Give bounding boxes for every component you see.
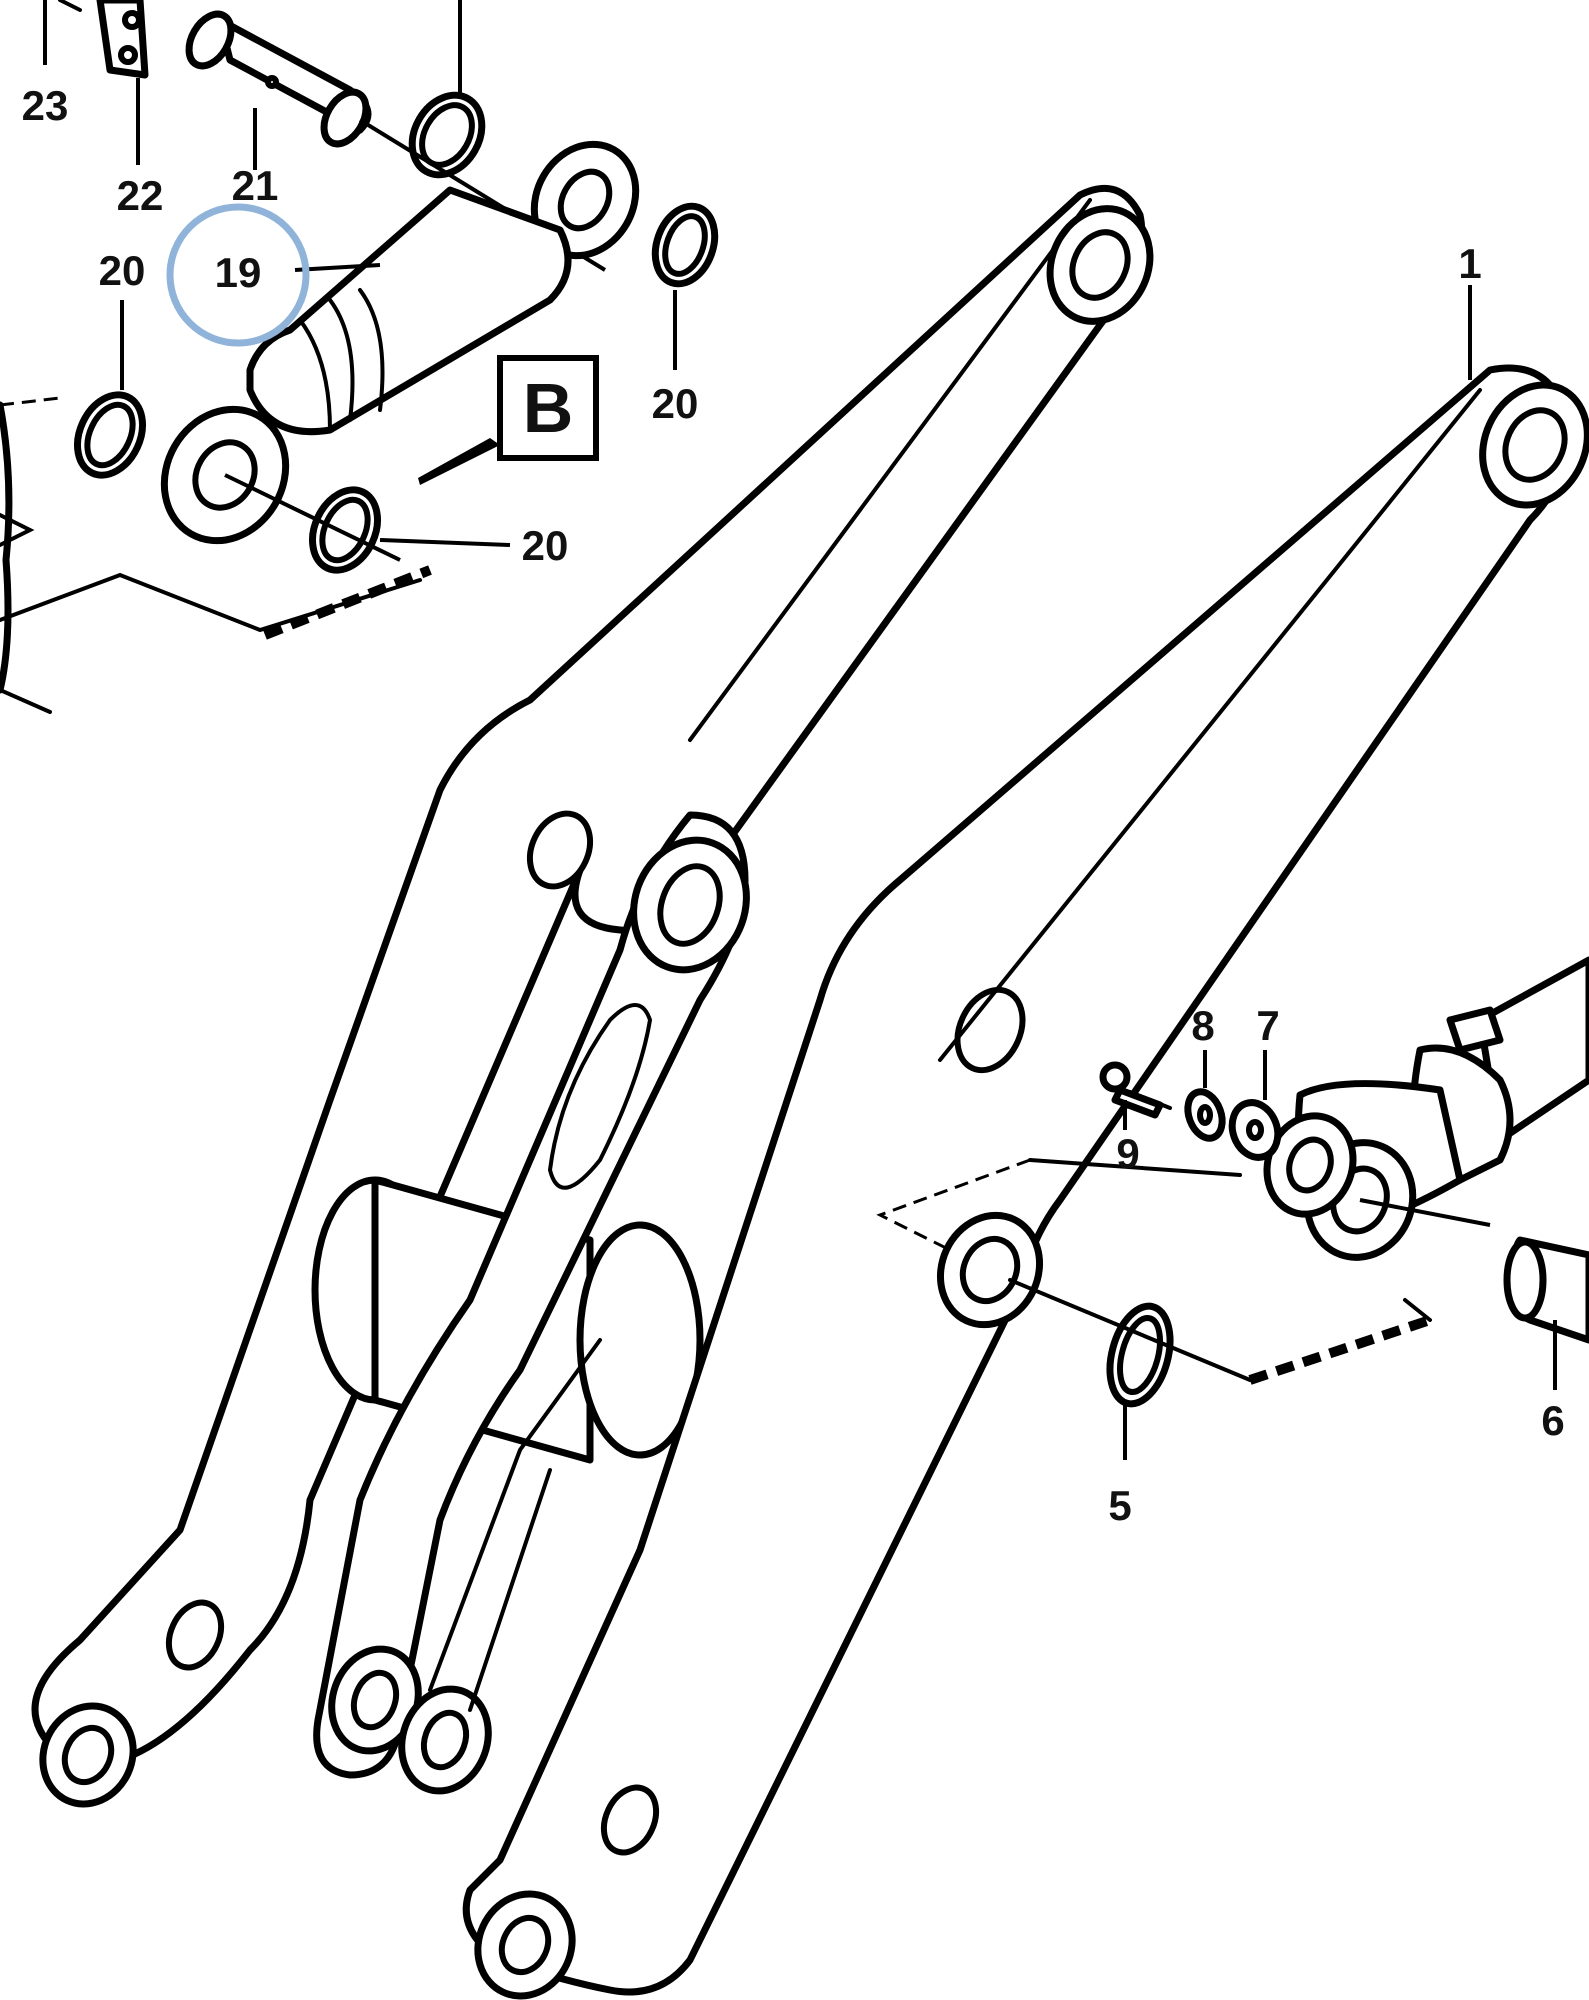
callout-6: 6 <box>1541 1397 1564 1444</box>
callout-labels: 23 22 21 19 20 20 20 1 8 7 9 5 6 <box>22 82 1565 1529</box>
callout-22: 22 <box>117 172 164 219</box>
tilt-lever <box>313 811 750 1795</box>
callout-7: 7 <box>1256 1002 1279 1049</box>
leader-lines <box>43 0 1472 547</box>
seal-ring-5 <box>1008 1278 1432 1460</box>
highlight-circle <box>166 203 310 347</box>
callout-9: 9 <box>1116 1130 1139 1177</box>
callout-8: 8 <box>1191 1002 1214 1049</box>
view-marker-b: B <box>418 355 599 485</box>
pin-6 <box>1359 1198 1589 1390</box>
upper-cylinder-assembly <box>58 0 719 574</box>
tilt-cylinder <box>1263 956 1589 1261</box>
lift-arm-front <box>462 364 1589 2000</box>
callout-19: 19 <box>215 249 262 296</box>
callout-5: 5 <box>1108 1482 1131 1529</box>
lift-arm-rear <box>31 184 1154 1808</box>
frame-fragment <box>0 396 432 714</box>
fastener-group <box>1099 1050 1282 1161</box>
callout-21: 21 <box>232 162 279 209</box>
callout-1: 1 <box>1458 240 1481 287</box>
callout-20-left: 20 <box>99 247 146 294</box>
callout-20-bottom: 20 <box>522 522 569 569</box>
callout-23: 23 <box>22 82 69 129</box>
callout-20-right: 20 <box>652 380 699 427</box>
view-marker-label: B <box>523 369 574 447</box>
